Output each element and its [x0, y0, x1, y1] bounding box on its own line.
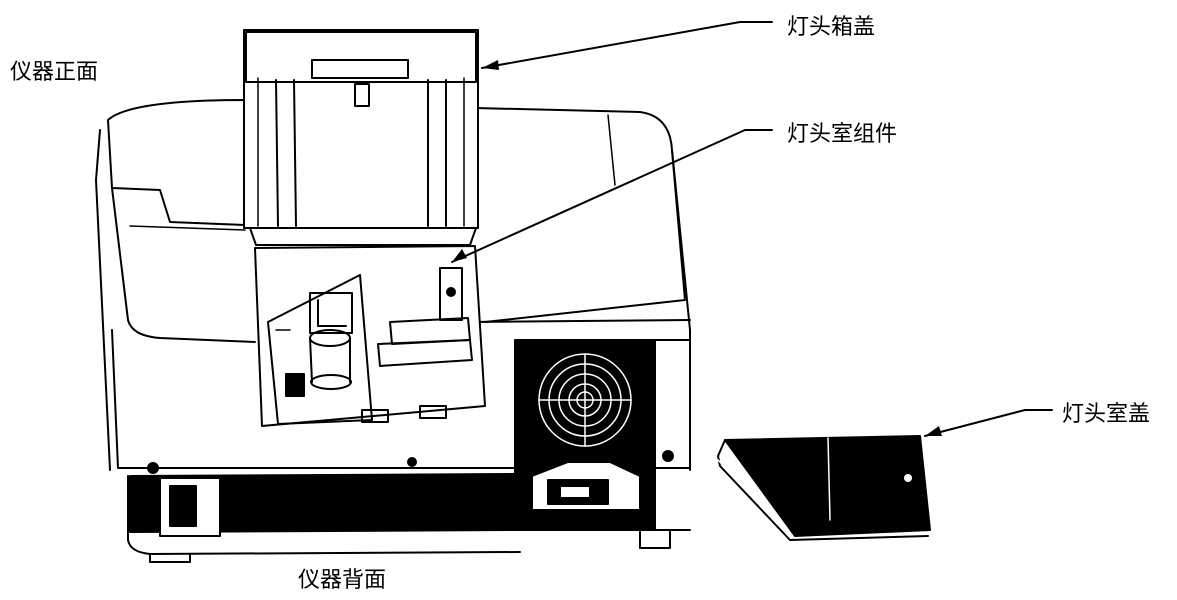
label-instrument-front: 仪器正面	[10, 60, 99, 85]
leader-lamp-chamber	[451, 129, 773, 263]
rear-panel	[127, 457, 521, 563]
label-lamp-chamber-cover: 灯头室盖	[1062, 402, 1151, 427]
lamp-chamber-assembly	[254, 245, 486, 427]
label-lamp-chamber-assembly: 灯头室组件	[787, 122, 898, 147]
label-lamp-box-lid: 灯头箱盖	[787, 15, 876, 40]
lamp-chamber-cover	[717, 435, 931, 541]
instrument-body	[95, 99, 691, 471]
fan-panel	[514, 339, 691, 549]
leader-lamp-cover	[924, 409, 1053, 437]
leader-lines	[451, 21, 1053, 437]
leader-lamp-box-lid	[481, 21, 773, 69]
label-instrument-back: 仪器背面	[298, 568, 387, 593]
lamp-box-lid	[243, 29, 479, 246]
